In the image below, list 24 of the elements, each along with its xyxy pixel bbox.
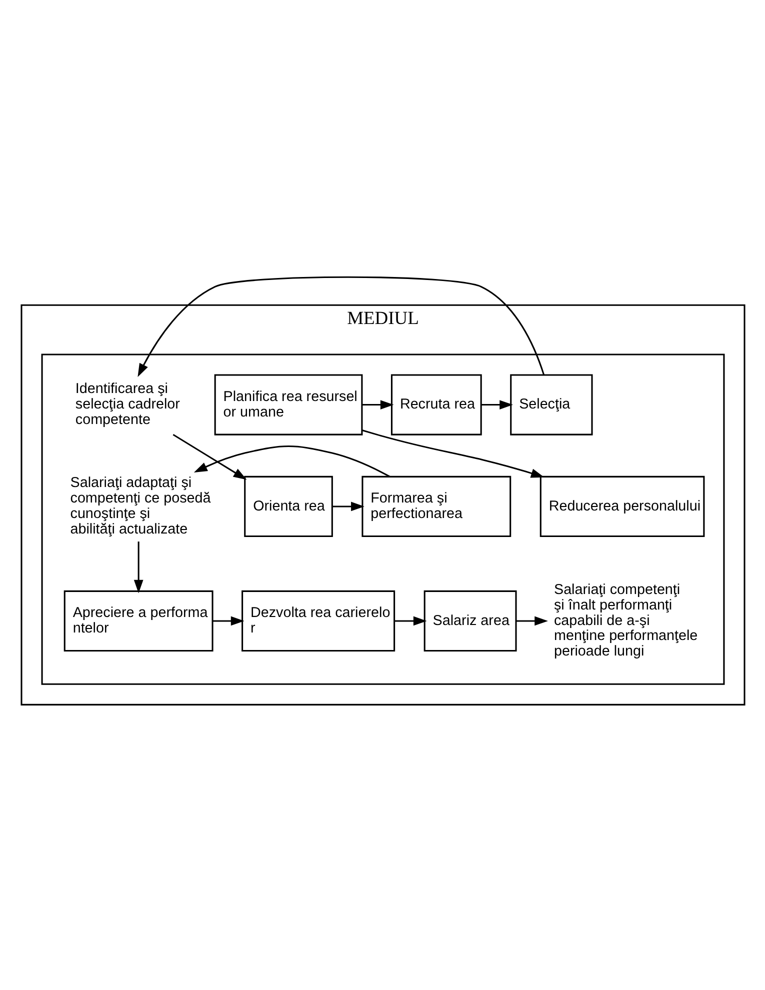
node-box: Recruta rea bbox=[390, 374, 482, 436]
arrow bbox=[193, 446, 390, 478]
node-text: Salariaţi competenţi şi înalt performanţi capabili de a-şi menţine performanţele perioade lungi bbox=[554, 582, 698, 660]
arrow bbox=[361, 429, 544, 478]
node-box: Reducerea personalului bbox=[539, 476, 704, 538]
arrow bbox=[362, 400, 394, 410]
arrow bbox=[212, 616, 244, 626]
node-box: Planifica rea resursel or umane bbox=[214, 374, 362, 436]
arrow bbox=[137, 276, 544, 377]
arrow bbox=[332, 502, 364, 512]
arrow bbox=[394, 616, 426, 626]
node-text: Identificarea şi selecţia cadrelor competente bbox=[74, 381, 180, 428]
node-box: Salariz area bbox=[423, 590, 516, 652]
arrow bbox=[480, 400, 512, 410]
node-box: Dezvolta rea carierelo r bbox=[241, 590, 395, 652]
node-box: Orienta rea bbox=[244, 476, 332, 538]
arrow bbox=[172, 434, 246, 480]
cluster bbox=[40, 354, 724, 685]
node-text: Salariaţi adaptaţi şi competenţi ce posedă cunoştinţe şi abilităţi actualizate bbox=[70, 475, 210, 538]
arrow bbox=[516, 616, 548, 626]
node-box: Selecţia bbox=[510, 374, 592, 436]
node-box: Formarea şi perfectionarea bbox=[361, 476, 511, 538]
node-box: Apreciere a performa ntelor bbox=[63, 590, 213, 652]
arrow bbox=[133, 542, 143, 594]
